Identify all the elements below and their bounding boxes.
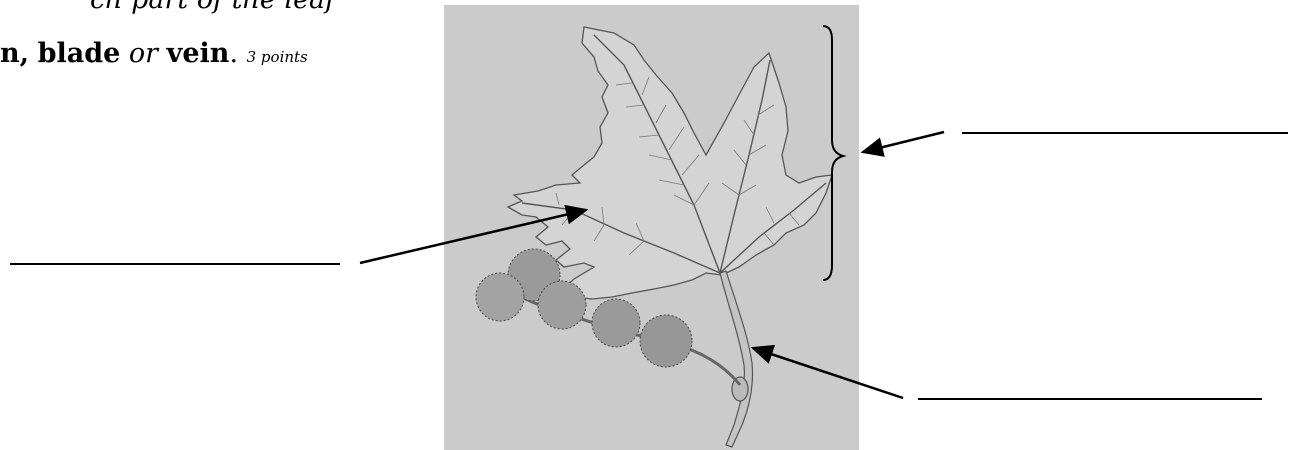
blade-brace — [823, 26, 843, 280]
arrow-to-petiole — [753, 348, 903, 398]
arrow-to-vein — [360, 210, 586, 263]
arrow-to-brace — [863, 132, 944, 152]
